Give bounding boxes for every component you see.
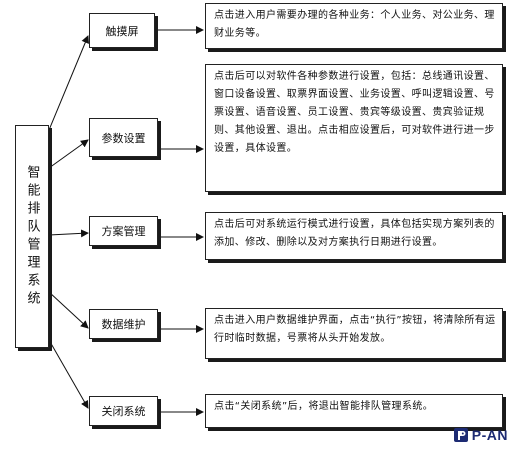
desc-scheme-management: 点击后可对系统运行模式进行设置，具体包括实现方案列表的添加、修改、删除以及对方案… [205, 212, 503, 260]
desc-parameter-settings: 点击后可以对软件各种参数进行设置，包括：总线通讯设置、窗口设备设置、取票界面设置… [205, 64, 503, 192]
node-touchscreen: 触摸屏 [89, 13, 155, 48]
arrow-root-to-node-4 [48, 291, 89, 329]
root-node-label: 智能排队管理系统 [24, 164, 40, 309]
node-data-maintenance-label: 数据维护 [101, 318, 146, 331]
root-node: 智能排队管理系统 [15, 125, 49, 348]
node-scheme-management-label: 方案管理 [101, 225, 146, 238]
node-close-system-label: 关闭系统 [101, 405, 146, 418]
node-touchscreen-label: 触摸屏 [105, 24, 139, 38]
desc-touchscreen-text: 点击进入用户需要办理的各种业务：个人业务、对公业务、理财业务等。 [214, 10, 495, 39]
desc-data-maintenance-text: 点击进入用户数据维护界面，点击“执行”按钮，将清除所有运行时临时数据，号票将从头… [214, 315, 496, 344]
arrow-root-to-node-3 [48, 229, 89, 238]
node-parameter-settings-label: 参数设置 [101, 131, 146, 145]
pan-logo-icon [453, 428, 468, 442]
desc-close-system-text: 点击“关闭系统”后，将退出智能排队管理系统。 [214, 401, 434, 412]
desc-scheme-management-text: 点击后可对系统运行模式进行设置，具体包括实现方案列表的添加、修改、删除以及对方案… [214, 219, 495, 248]
node-data-maintenance: 数据维护 [89, 309, 158, 339]
pan-logo-text: P-AN [471, 427, 508, 443]
desc-touchscreen: 点击进入用户需要办理的各种业务：个人业务、对公业务、理财业务等。 [205, 3, 503, 49]
arrow-root-to-node-1 [48, 35, 90, 131]
desc-close-system: 点击“关闭系统”后，将退出智能排队管理系统。 [205, 394, 503, 428]
desc-parameter-settings-text: 点击后可以对软件各种参数进行设置，包括：总线通讯设置、窗口设备设置、取票界面设置… [214, 71, 495, 154]
arrow-root-to-node-5 [48, 339, 89, 409]
node-scheme-management: 方案管理 [89, 216, 158, 246]
node-parameter-settings: 参数设置 [89, 118, 158, 157]
node-close-system: 关闭系统 [89, 396, 158, 426]
pan-logo: P-AN [453, 427, 508, 443]
desc-data-maintenance: 点击进入用户数据维护界面，点击“执行”按钮，将清除所有运行时临时数据，号票将从头… [205, 308, 503, 359]
arrow-root-to-node-2 [48, 139, 89, 169]
